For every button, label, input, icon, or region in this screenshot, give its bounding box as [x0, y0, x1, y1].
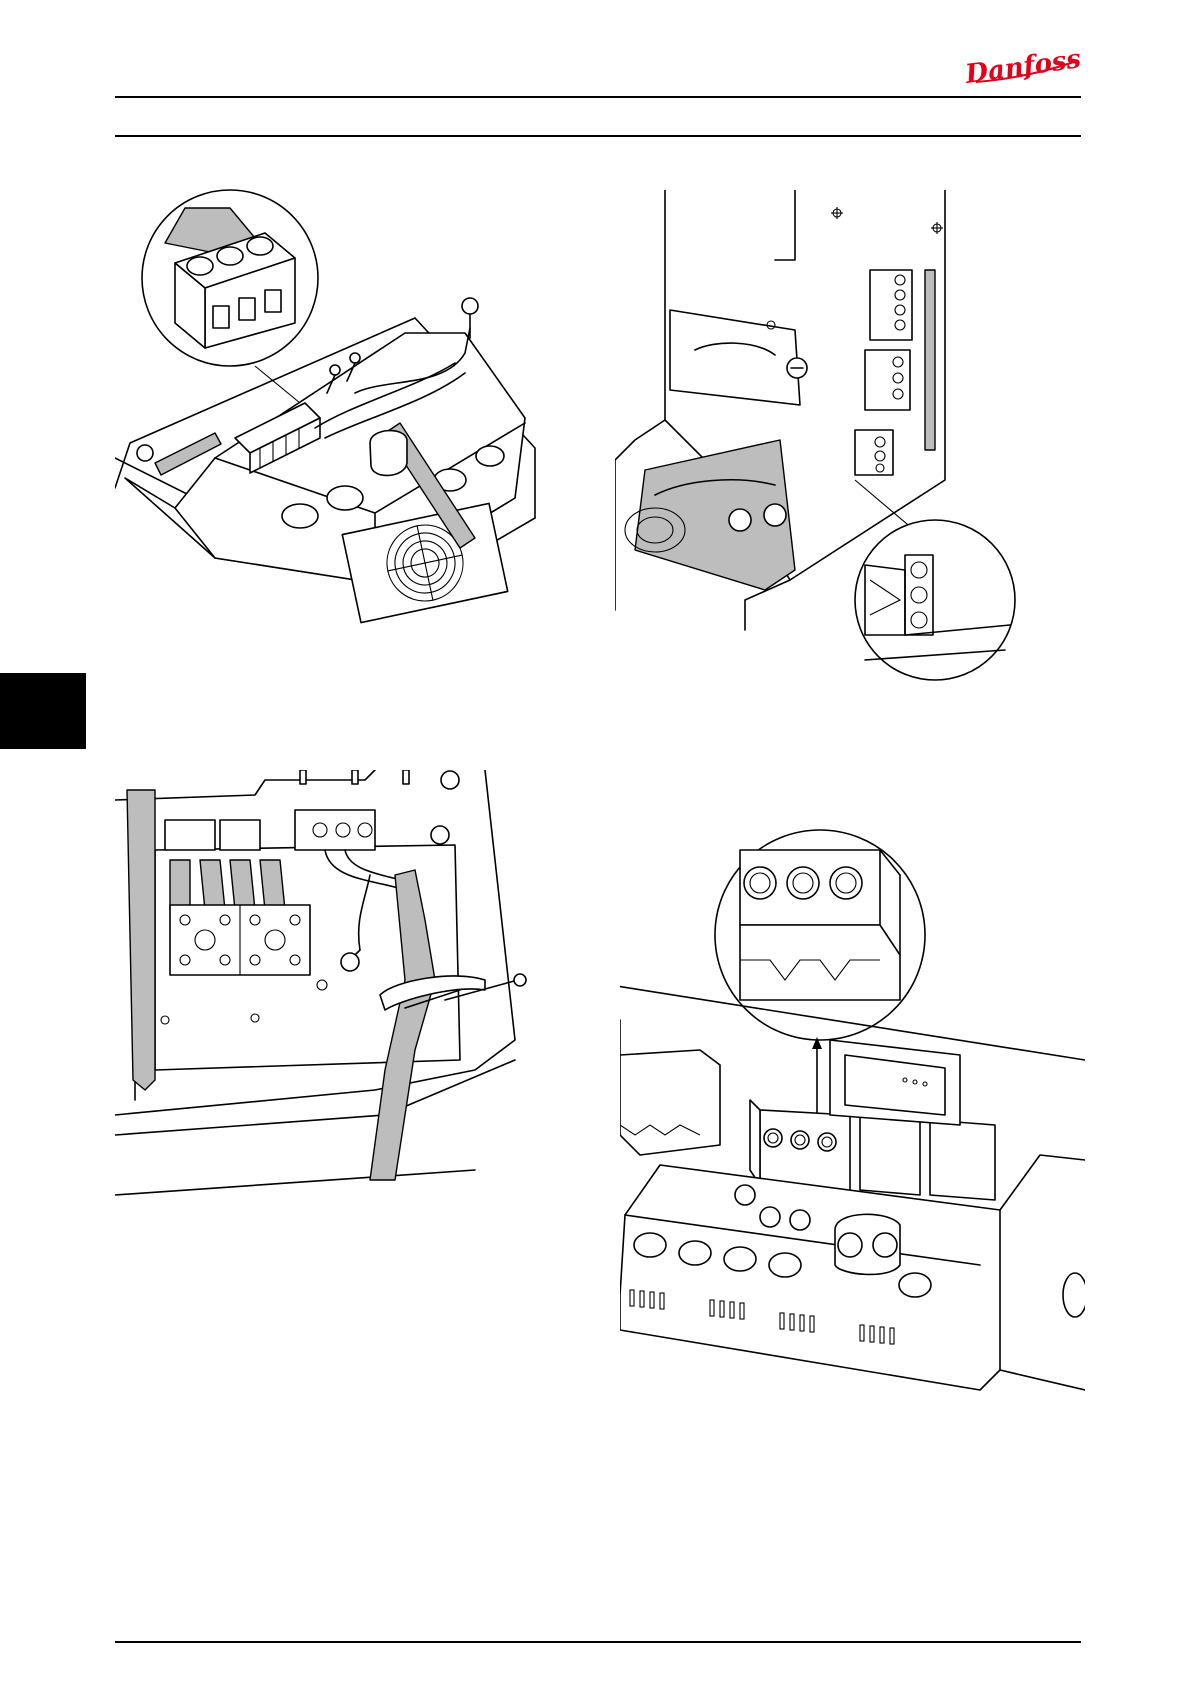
figure-control-terminal [615, 190, 1085, 745]
header-rule-lower [115, 135, 1081, 137]
figure-power-terminal-plate [620, 825, 1085, 1535]
figure-connector-enclosure [115, 188, 595, 658]
chapter-tab [0, 673, 86, 749]
header-rule-upper [115, 96, 1081, 98]
danfoss-logo: Danfoss [966, 44, 1082, 88]
figure-cable-clamp [115, 770, 570, 1290]
power-terminal-plate-illustration [620, 825, 1085, 1535]
cable-clamp-wiring-illustration [115, 770, 570, 1290]
terminal-connector-enclosure-illustration [115, 188, 595, 658]
footer-rule [115, 1641, 1081, 1643]
control-terminal-block-illustration [615, 190, 1085, 745]
